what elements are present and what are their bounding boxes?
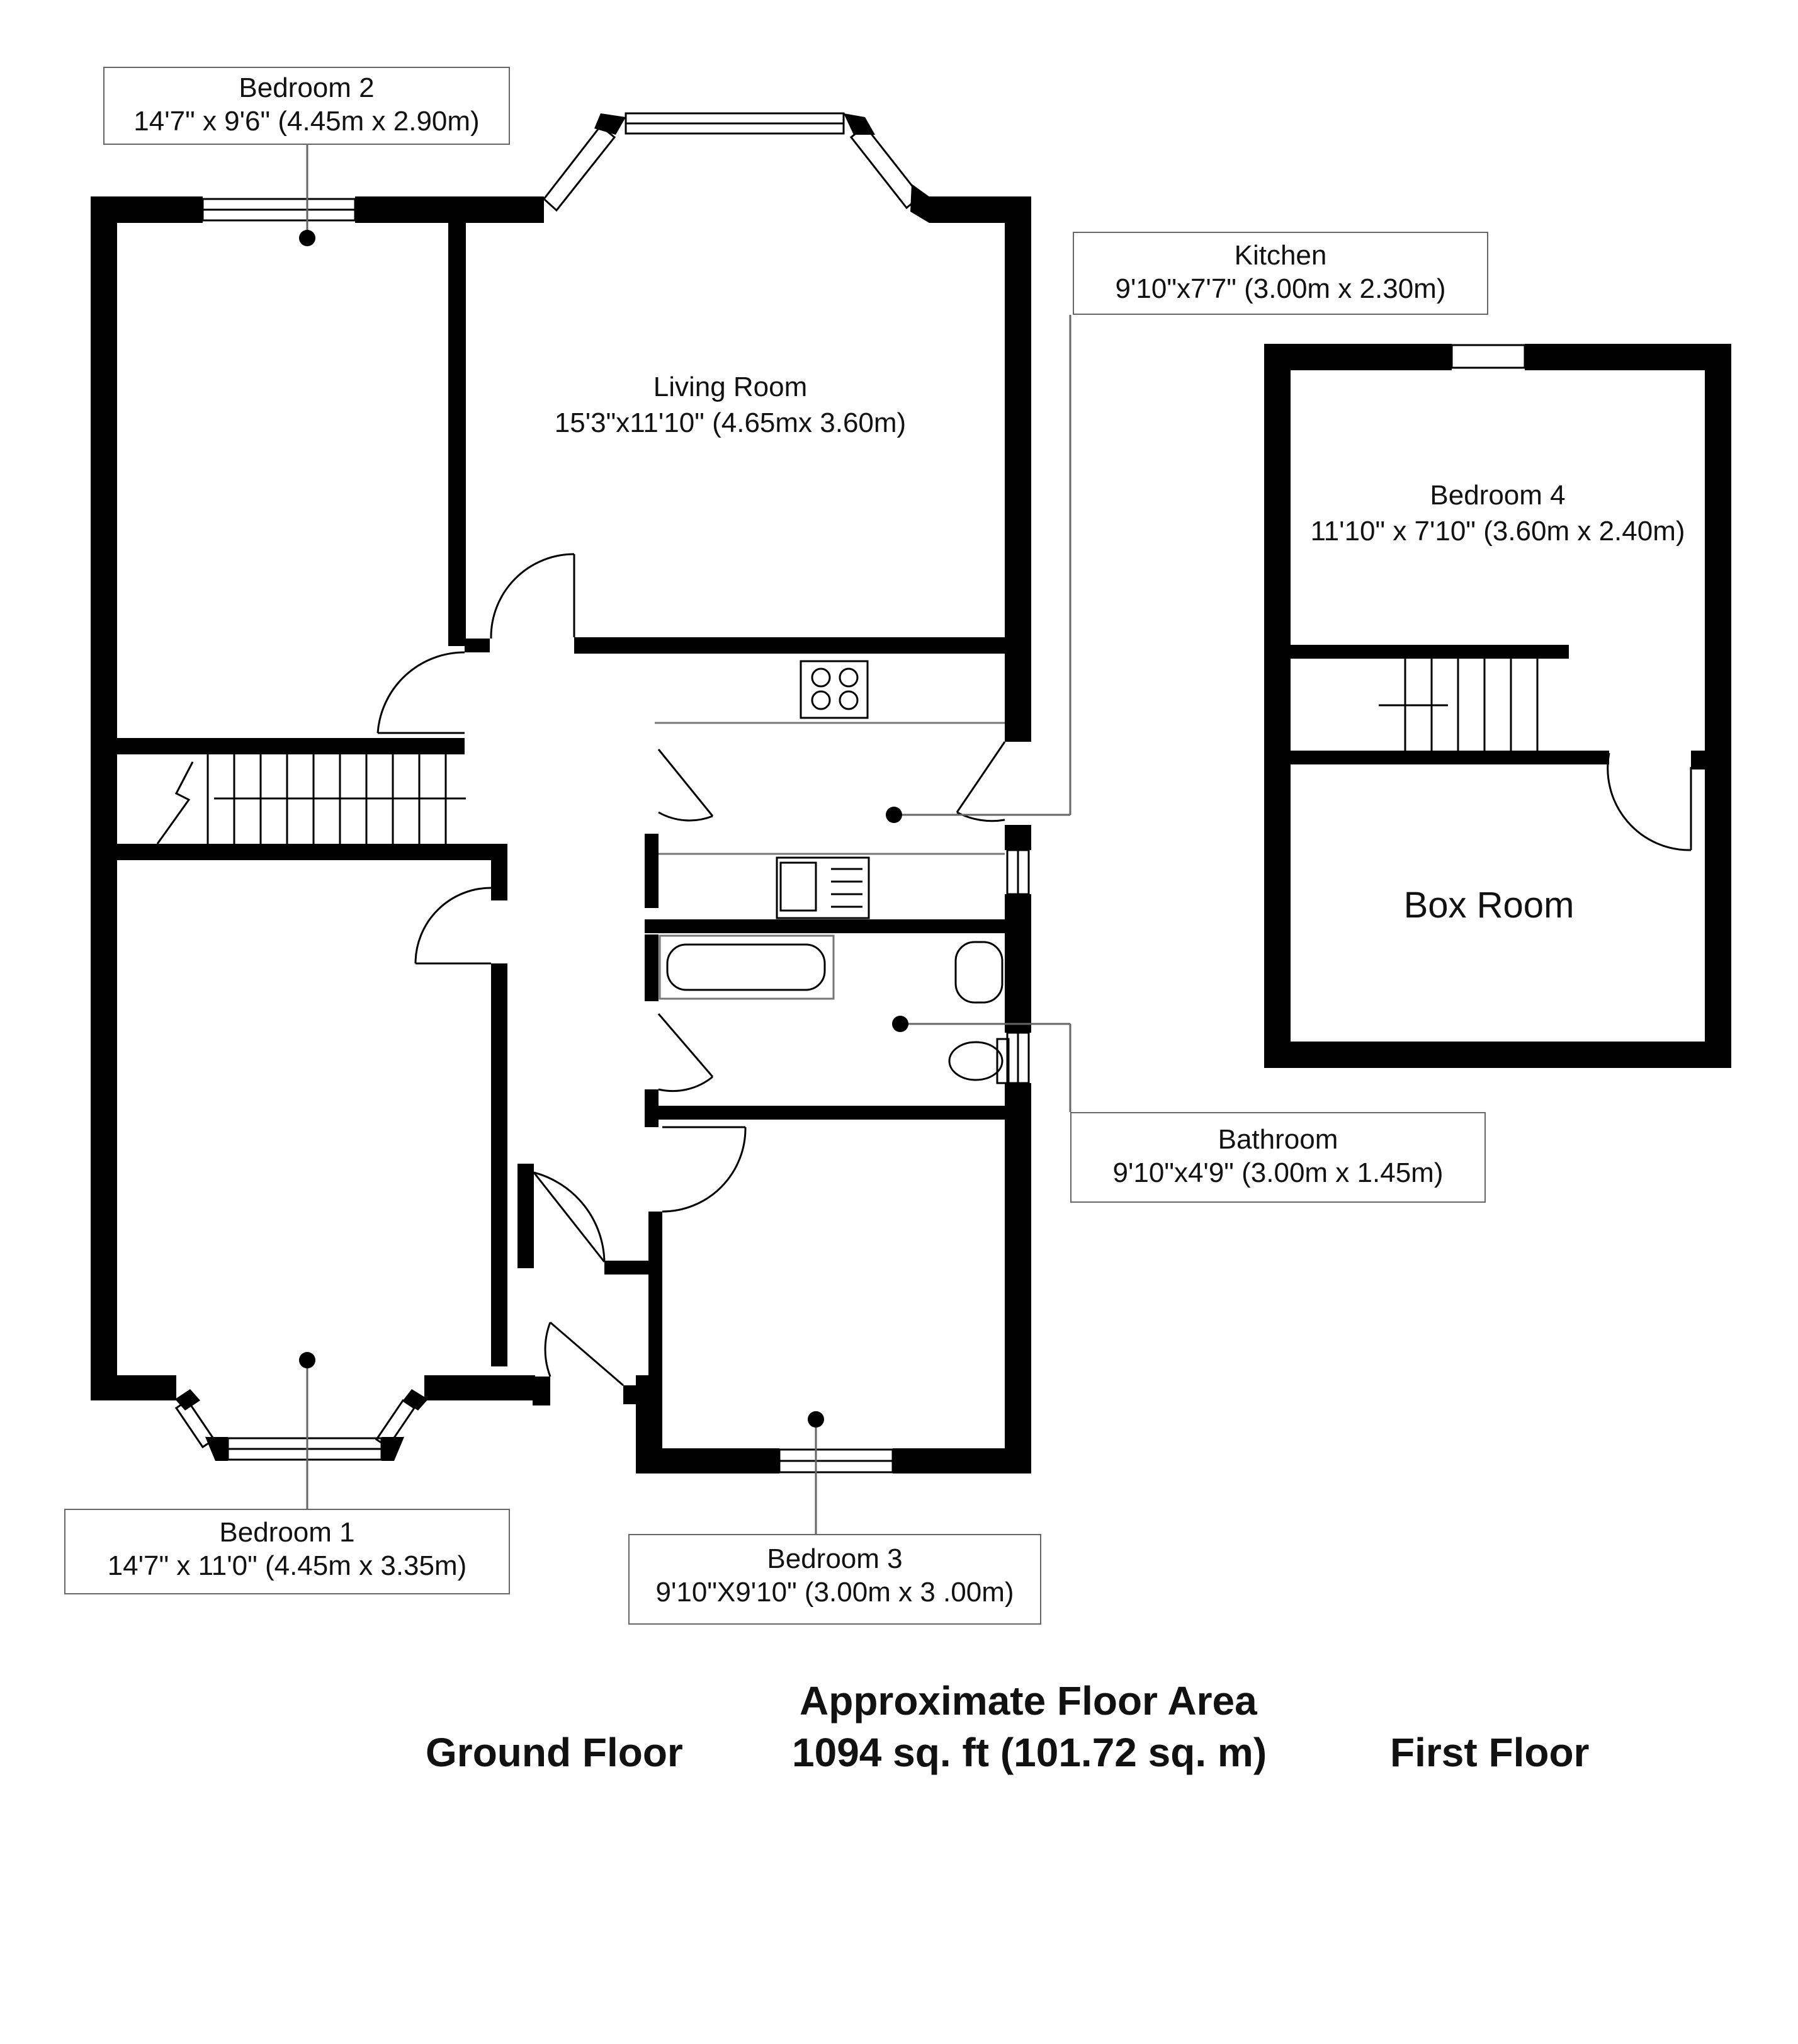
callout-dots — [299, 230, 908, 1428]
doors — [376, 553, 1692, 1387]
area-title: Approximate Floor Area — [800, 1678, 1257, 1723]
bedroom1-label: Bedroom 1 14'7" x 11'0" (4.45m x 3.35m) — [64, 1509, 510, 1594]
ground-floor-label: Ground Floor — [426, 1730, 683, 1775]
first-floor-label: First Floor — [1390, 1730, 1590, 1775]
windows — [174, 112, 1526, 1473]
box-room-name: Box Room — [1403, 885, 1575, 926]
area-value: 1094 sq. ft (101.72 sq. m) — [792, 1730, 1267, 1775]
callouts — [306, 145, 1071, 1534]
living-room-name: Living Room — [653, 372, 808, 402]
kitchen-name: Kitchen — [1234, 240, 1327, 271]
fixtures — [655, 660, 1010, 1084]
bedroom3-label: Bedroom 3 9'10"X9'10" (3.00m x 3 .00m) — [628, 1534, 1041, 1625]
bathroom-label: Bathroom 9'10"x4'9" (3.00m x 1.45m) — [1070, 1112, 1486, 1203]
bedroom4-name: Bedroom 4 — [1430, 480, 1566, 511]
bedroom1-dims: 14'7" x 11'0" (4.45m x 3.35m) — [107, 1550, 467, 1581]
bathroom-dims: 9'10"x4'9" (3.00m x 1.45m) — [1112, 1157, 1444, 1188]
bedroom2-label: Bedroom 2 14'7" x 9'6" (4.45m x 2.90m) — [103, 67, 510, 145]
bedroom3-name: Bedroom 3 — [767, 1543, 903, 1574]
bedroom2-dims: 14'7" x 9'6" (4.45m x 2.90m) — [133, 105, 480, 137]
bedroom3-dims: 9'10"X9'10" (3.00m x 3 .00m) — [655, 1576, 1014, 1608]
bathroom-name: Bathroom — [1218, 1124, 1338, 1155]
box-room-label: Box Room — [1291, 882, 1687, 929]
ground-stairs — [156, 754, 466, 844]
first-floor-stairs — [1379, 659, 1539, 751]
bedroom1-name: Bedroom 1 — [219, 1517, 355, 1548]
bedroom4-dims: 11'10" x 7'10" (3.60m x 2.40m) — [1310, 516, 1685, 547]
bedroom2-name: Bedroom 2 — [239, 72, 375, 103]
kitchen-dims: 9'10"x7'7" (3.00m x 2.30m) — [1115, 273, 1446, 304]
living-room-label: Living Room 15'3"x11'10" (4.65mx 3.60m) — [478, 369, 982, 441]
ground-floor-walls — [91, 113, 1031, 1473]
living-room-dims: 15'3"x11'10" (4.65mx 3.60m) — [554, 407, 907, 439]
bedroom4-label: Bedroom 4 11'10" x 7'10" (3.60m x 2.40m) — [1291, 477, 1705, 549]
first-floor-walls — [1264, 344, 1731, 1068]
kitchen-label: Kitchen 9'10"x7'7" (3.00m x 2.30m) — [1073, 232, 1488, 315]
